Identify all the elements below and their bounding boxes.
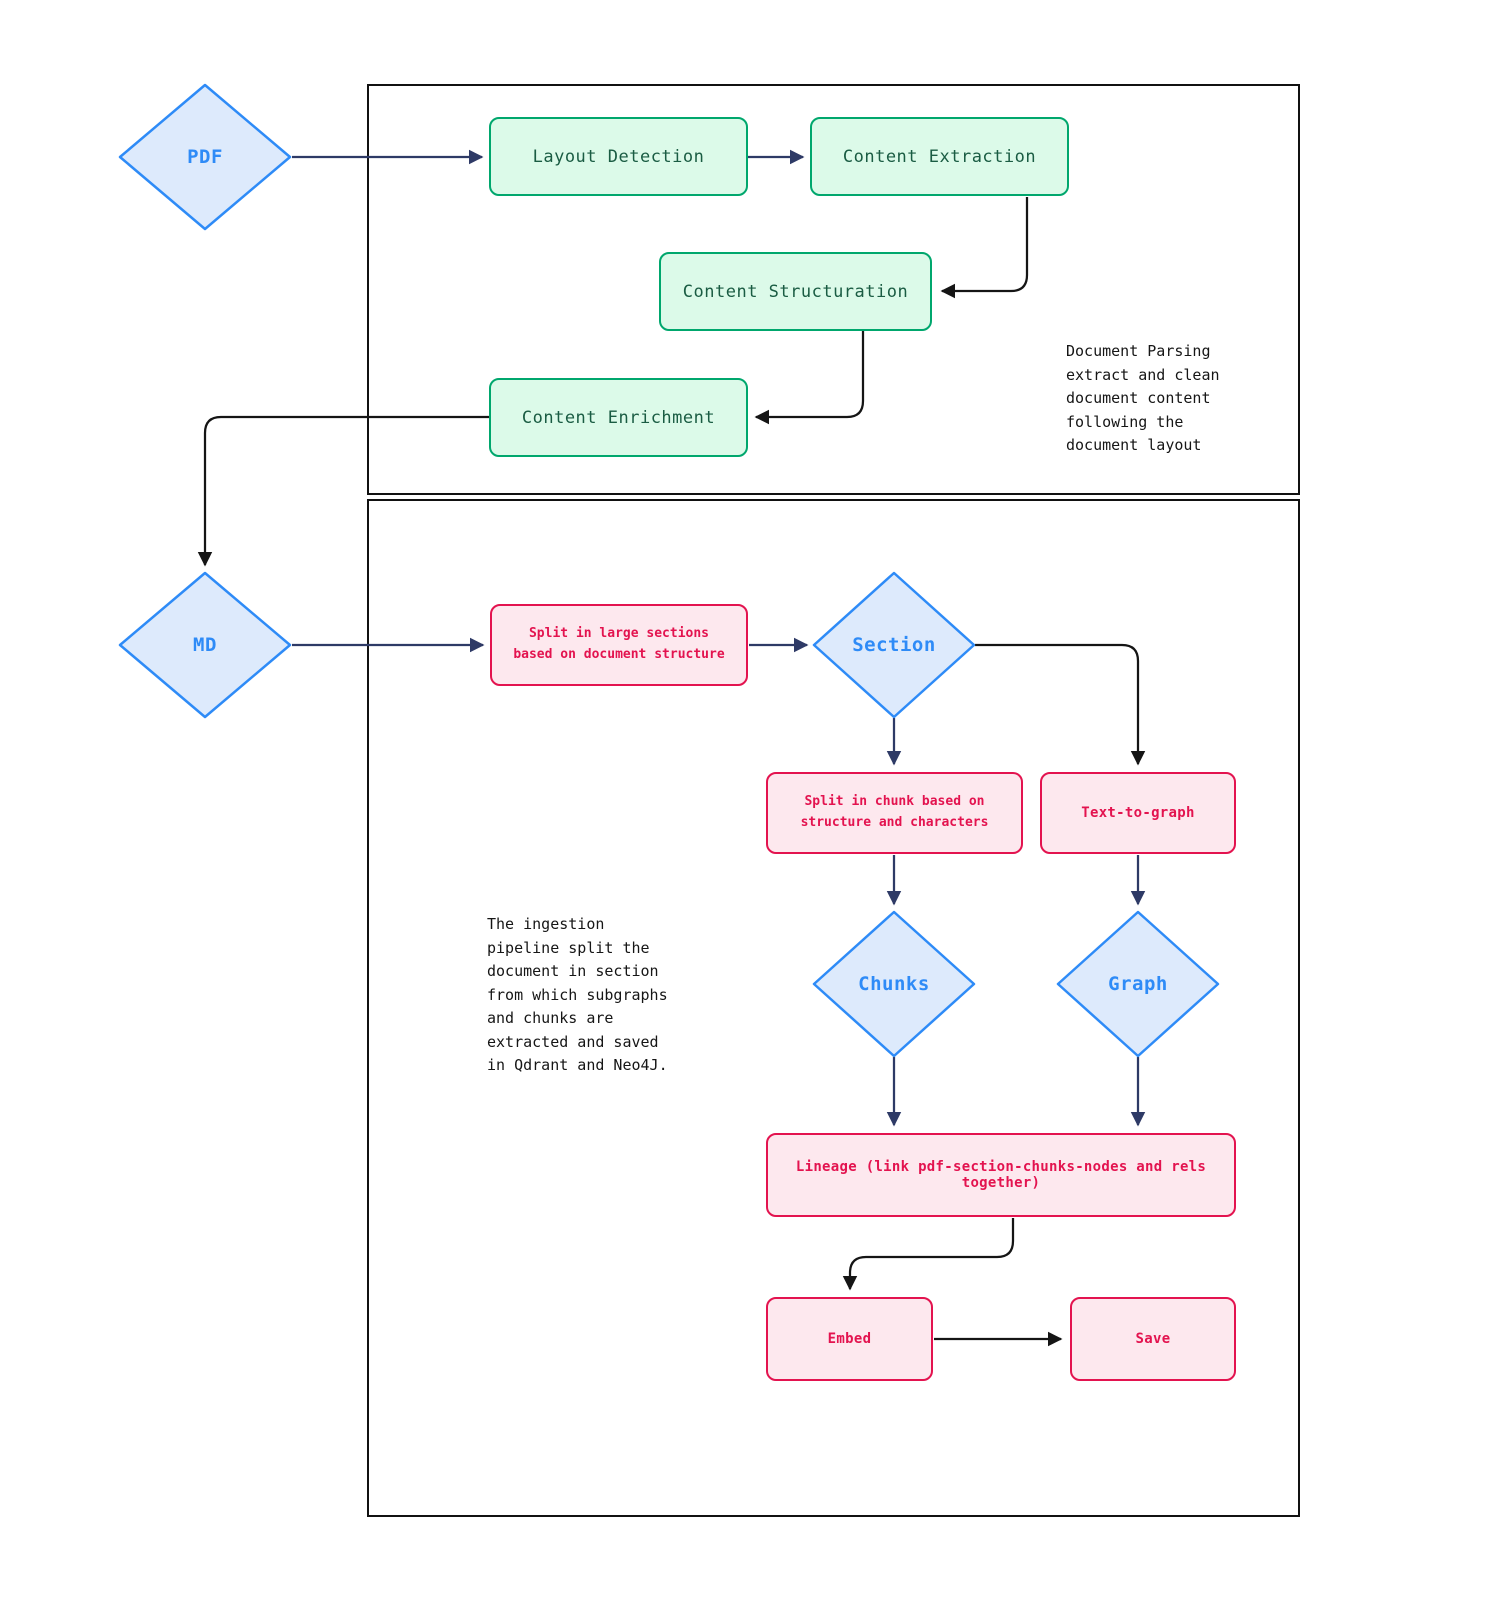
node-lineage: Lineage (link pdf-section-chunks-nodes a… — [766, 1133, 1236, 1217]
edge-content-enrichment-to-md — [197, 415, 489, 567]
node-split-sections: Split in large sections based on documen… — [490, 604, 748, 686]
container-ingestion — [367, 499, 1300, 1517]
node-chunks-label: Chunks — [858, 973, 930, 995]
node-split-chunk: Split in chunk based on structure and ch… — [766, 772, 1023, 854]
node-content-structuration: Content Structuration — [659, 252, 932, 331]
chunks-diamond-shape — [812, 910, 976, 1058]
graph-diamond-shape — [1056, 910, 1220, 1058]
edge-section-to-text-to-graph — [975, 643, 1146, 766]
document-parsing-note: Document Parsing extract and clean docum… — [1066, 342, 1220, 454]
container-document-parsing — [367, 84, 1300, 495]
ingestion-note: The ingestion pipeline split the documen… — [487, 915, 668, 1074]
node-layout-detection: Layout Detection — [489, 117, 748, 196]
pdf-diamond-shape — [118, 83, 292, 231]
node-md-label: MD — [193, 634, 217, 656]
edge-content-structuration-to-content-enrichment — [754, 331, 865, 425]
node-embed: Embed — [766, 1297, 933, 1381]
node-text-to-graph: Text-to-graph — [1040, 772, 1236, 854]
node-content-extraction: Content Extraction — [810, 117, 1069, 196]
edge-content-extraction-to-content-structuration — [940, 197, 1029, 299]
edge-lineage-to-embed — [842, 1218, 1015, 1291]
node-graph-label: Graph — [1108, 973, 1168, 995]
section-diamond-shape — [812, 571, 976, 719]
md-diamond-shape — [118, 571, 292, 719]
node-pdf-label: PDF — [187, 146, 223, 168]
node-save: Save — [1070, 1297, 1236, 1381]
node-content-enrichment: Content Enrichment — [489, 378, 748, 457]
node-section-label: Section — [852, 634, 936, 656]
